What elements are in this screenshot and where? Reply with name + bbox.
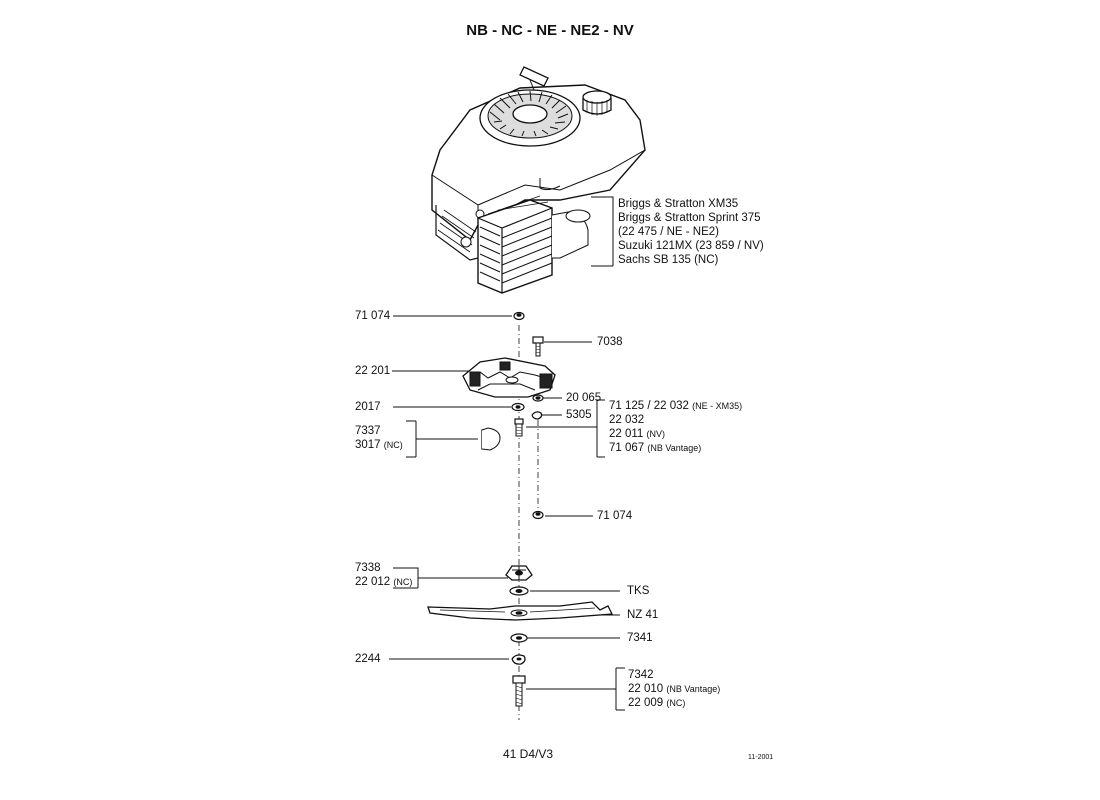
bolt-part-note: (NV) [646, 429, 666, 439]
bolt-part-number: 71 067 [609, 442, 645, 454]
screw-part-number: 22 010 [628, 683, 664, 695]
washer-tks [509, 586, 529, 596]
key-part-number: 7337 [355, 425, 381, 437]
lockwasher-5305 [531, 411, 543, 420]
bolt-part-number: 71 125 / 22 032 [609, 400, 689, 412]
hub-part-group: 7338 22 012 (NC) [355, 561, 412, 589]
bolt-part-number: 22 032 [609, 414, 645, 426]
nut-71074-top [513, 311, 525, 321]
revision-date: 11-2001 [748, 754, 774, 761]
bolt-part-group: 71 125 / 22 032 (NE - XM35) 22 032 22 01… [609, 399, 742, 455]
engine-model: Sachs SB 135 (NC) [618, 254, 719, 266]
blade-nz41 [427, 601, 614, 621]
screw-part-number: 7342 [628, 669, 654, 681]
part-label-2244: 2244 [355, 653, 381, 665]
engine-model-list: Briggs & Stratton XM35 Briggs & Stratton… [618, 197, 764, 267]
page-title: NB - NC - NE - NE2 - NV [466, 22, 634, 39]
part-label-22201: 22 201 [355, 365, 391, 377]
part-label-20065: 20 065 [566, 392, 602, 404]
bolt-71125 [514, 418, 524, 437]
blade-adapter-22201 [462, 357, 556, 398]
key-part-note: (NC) [383, 440, 403, 450]
part-label-nz41: NZ 41 [627, 609, 659, 621]
bolt-part-note: (NE - XM35) [692, 401, 743, 411]
key-part-number: 3017 [355, 439, 381, 451]
hub-part-number: 22 012 [355, 576, 391, 588]
part-label-7038: 7038 [597, 336, 623, 348]
bolt-part-note: (NB Vantage) [647, 443, 702, 453]
screw-part-number: 22 009 [628, 697, 664, 709]
part-label-tks: TKS [627, 585, 650, 597]
part-label-71074-top: 71 074 [355, 310, 391, 322]
engine-bracket [591, 196, 614, 267]
screw-part-note: (NB Vantage) [666, 684, 721, 694]
hub-part-note: (NC) [393, 577, 413, 587]
screw-part-group: 7342 22 010 (NB Vantage) 22 009 (NC) [628, 668, 720, 710]
washer-2017 [511, 402, 525, 412]
engine-model: Briggs & Stratton XM35 [618, 198, 739, 210]
part-label-2017: 2017 [355, 401, 381, 413]
screw-part-note: (NC) [666, 698, 686, 708]
hub-7338 [505, 565, 533, 581]
engine-illustration [431, 66, 646, 294]
hub-part-number: 7338 [355, 562, 381, 574]
bolt-part-number: 22 011 [609, 428, 644, 440]
bolt-7342 [512, 675, 526, 707]
part-label-7341: 7341 [627, 632, 653, 644]
part-label-5305: 5305 [566, 409, 592, 421]
key-part-group: 7337 3017 (NC) [355, 424, 403, 452]
washer-20065 [532, 394, 544, 402]
part-label-71074-mid: 71 074 [597, 510, 633, 522]
nut-71074-mid [532, 510, 544, 520]
page-code: 41 D4/V3 [503, 747, 554, 761]
bolt-7038 [532, 336, 544, 357]
engine-model: Suzuki 121MX (23 859 / NV) [618, 240, 764, 252]
engine-model: Briggs & Stratton Sprint 375 [618, 212, 761, 224]
engine-model: (22 475 / NE - NE2) [618, 226, 719, 238]
washer-7341 [510, 633, 528, 643]
key-7337 [481, 427, 501, 451]
lockwasher-2244 [511, 654, 526, 665]
